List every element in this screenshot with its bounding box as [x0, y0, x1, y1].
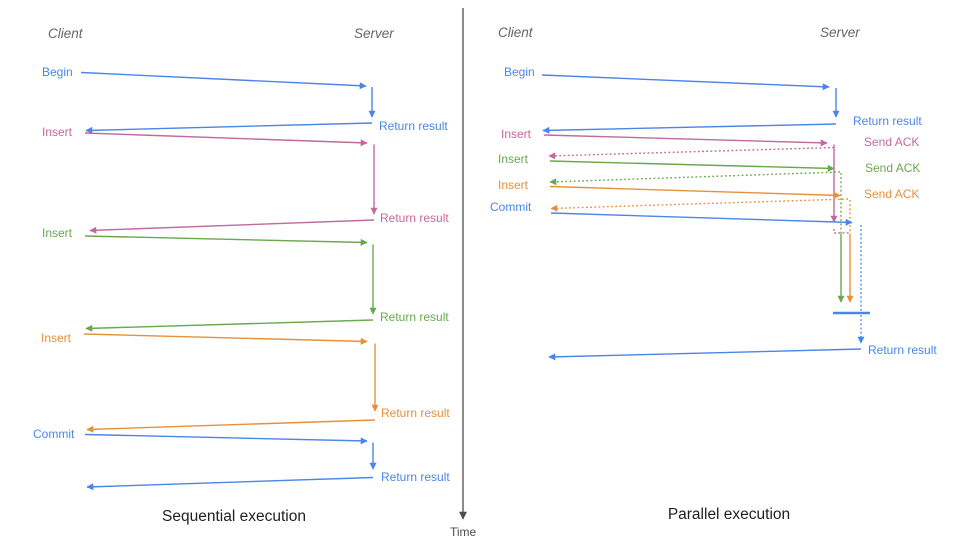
par-insert1-label: Insert [501, 127, 532, 141]
par-commit-return-arrow [548, 348, 862, 361]
par-insert3-label: Insert [498, 178, 529, 192]
seq-insert3-return-arrow [86, 419, 376, 433]
par-begin-label: Begin [504, 65, 535, 79]
seq-insert3-label: Insert [41, 331, 72, 345]
seq-insert2-label: Insert [42, 226, 73, 240]
par-server-header: Server [820, 25, 860, 40]
seq-insert2-response-label: Return result [380, 310, 449, 324]
seq-insert2-return-arrow [85, 319, 374, 332]
par-begin-request-arrow [541, 74, 830, 91]
seq-begin-label: Begin [42, 65, 73, 79]
par-commit-label: Commit [490, 200, 532, 214]
par-insert1-response-label: Send ACK [864, 135, 919, 149]
par-commit-response-label: Return result [868, 343, 937, 357]
par-insert2-request-arrow [549, 160, 835, 172]
seq-begin-request-arrow [80, 71, 367, 90]
par-insert2-label: Insert [498, 152, 529, 166]
par-begin-response-label: Return result [853, 114, 922, 128]
seq-insert1-request-arrow [84, 132, 368, 147]
seq-commit-request-arrow [84, 433, 368, 445]
seq-insert3-request-arrow [83, 333, 368, 345]
par-insert3-ack-arrow [550, 198, 849, 212]
par-insert3-response-label: Send ACK [864, 187, 919, 201]
seq-insert1-label: Insert [42, 125, 73, 139]
par-client-header: Client [498, 25, 534, 40]
seq-insert1-response-label: Return result [380, 211, 449, 225]
par-diagram-title: Parallel execution [668, 506, 790, 523]
par-insert1-ack-arrow [548, 146, 835, 160]
seq-insert1-return-arrow [89, 219, 375, 234]
par-insert2-response-label: Send ACK [865, 161, 920, 175]
seq-commit-return-arrow [86, 476, 374, 491]
seq-insert2-request-arrow [84, 235, 368, 246]
par-insert2-ack-arrow [549, 171, 841, 186]
seq-insert3-response-label: Return result [381, 406, 450, 420]
par-insert1-join-line [833, 229, 849, 234]
seq-server-header: Server [354, 26, 394, 41]
time-axis-label: Time [450, 525, 477, 539]
seq-client-header: Client [48, 26, 84, 41]
parallel-diagram: Client Server Begin Return result Insert… [490, 25, 937, 523]
seq-begin-return-arrow [85, 122, 373, 134]
par-insert1-request-arrow [543, 134, 828, 147]
par-begin-return-arrow [542, 123, 837, 134]
sequential-diagram: Client Server Begin Return result Insert… [33, 26, 450, 525]
seq-diagram-title: Sequential execution [162, 508, 306, 525]
par-insert3-request-arrow [549, 185, 841, 199]
seq-commit-label: Commit [33, 427, 75, 441]
par-commit-request-arrow [550, 212, 853, 226]
seq-commit-response-label: Return result [381, 470, 450, 484]
time-axis: Time [450, 8, 477, 539]
seq-begin-response-label: Return result [379, 119, 448, 133]
